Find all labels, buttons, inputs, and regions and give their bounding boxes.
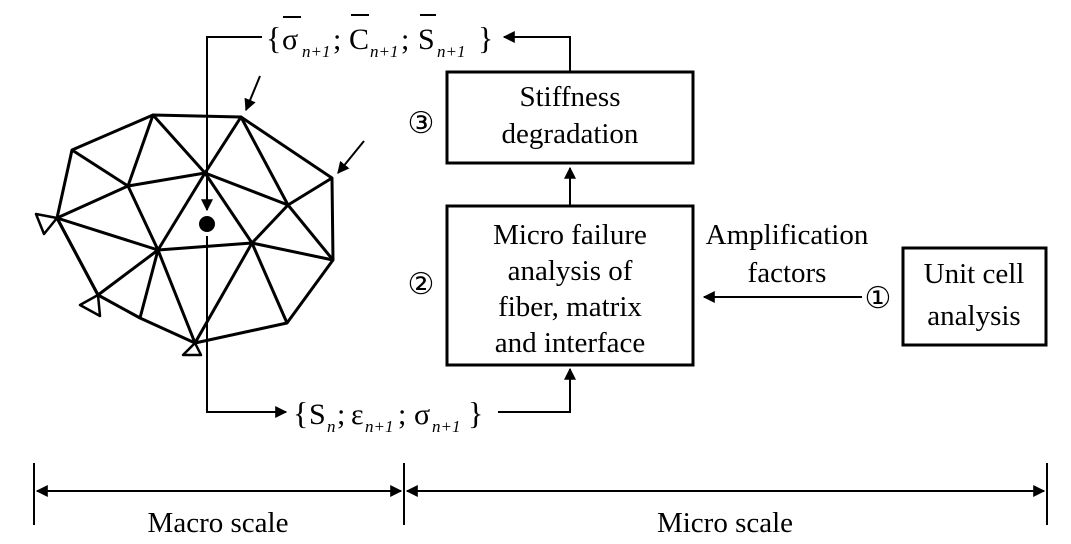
stiffness-line-1: Stiffness xyxy=(520,81,621,113)
top-c: C xyxy=(349,23,369,56)
step-3-marker: ③ xyxy=(408,107,435,140)
stiffness-degradation-box: Stiffness degradation xyxy=(445,70,695,165)
micro-failure-line-1: Micro failure xyxy=(493,219,647,251)
integration-point-dot xyxy=(199,216,215,232)
scale-bars: Macro scale Micro scale xyxy=(33,463,1048,539)
bottom-eps-sub: n+1 xyxy=(365,417,393,436)
micro-scale-label: Micro scale xyxy=(657,507,793,539)
micro-failure-box: Micro failure analysis of fiber, matrix … xyxy=(445,204,695,367)
top-c-sub: n+1 xyxy=(370,42,398,61)
bottom-sep-1: ; xyxy=(337,398,345,431)
amplification-label-line-1: Amplification xyxy=(706,219,869,251)
bottom-s: S xyxy=(309,398,326,431)
support-triangle xyxy=(78,293,102,318)
top-state-set: { σ n+1 ; C n+1 ; S n+1 } xyxy=(266,14,493,61)
bottom-eps: ε xyxy=(351,398,364,431)
micro-failure-line-3: fiber, matrix xyxy=(498,291,642,323)
top-open-brace: { xyxy=(266,20,281,56)
connectors xyxy=(201,31,862,418)
bottom-sigma-sub: n+1 xyxy=(432,417,460,436)
support-triangle xyxy=(34,212,59,236)
pointer-arrow xyxy=(244,75,261,112)
stiffness-line-2: degradation xyxy=(502,118,639,150)
top-sigma: σ xyxy=(282,23,298,56)
bottom-close-brace: } xyxy=(468,395,483,431)
to-top-set-arrow xyxy=(502,31,571,72)
step-1-marker: ① xyxy=(865,282,892,315)
top-s-sub: n+1 xyxy=(437,42,465,61)
bottom-state-set: { S n ; ε n+1 ; σ n+1 } xyxy=(293,395,483,436)
micro-failure-line-4: and interface xyxy=(495,327,646,359)
finite-element-mesh xyxy=(34,75,365,357)
pointer-arrow xyxy=(337,140,365,174)
down-to-point-arrow xyxy=(201,36,262,212)
top-close-brace: } xyxy=(478,20,493,56)
to-bottom-set-arrow xyxy=(206,236,288,418)
step-2-marker: ② xyxy=(408,268,435,301)
top-sigma-sub: n+1 xyxy=(302,42,330,61)
micro-failure-line-2: analysis of xyxy=(508,255,633,287)
macro-scale-label: Macro scale xyxy=(148,507,289,539)
bottom-s-sub: n xyxy=(327,417,336,436)
bottom-sigma: σ xyxy=(414,398,430,431)
top-sep-1: ; xyxy=(333,23,341,56)
bottom-sep-2: ; xyxy=(398,398,406,431)
top-sep-2: ; xyxy=(401,23,409,56)
support-triangle xyxy=(181,341,203,357)
amplification-label-line-2: factors xyxy=(748,257,827,289)
to-micro-failure-arrow xyxy=(498,367,576,413)
bottom-open-brace: { xyxy=(293,395,308,431)
unit-cell-box: Unit cell analysis xyxy=(901,246,1048,347)
unit-cell-line-2: analysis xyxy=(927,300,1020,332)
unit-cell-line-1: Unit cell xyxy=(924,258,1025,290)
top-s: S xyxy=(418,23,435,56)
